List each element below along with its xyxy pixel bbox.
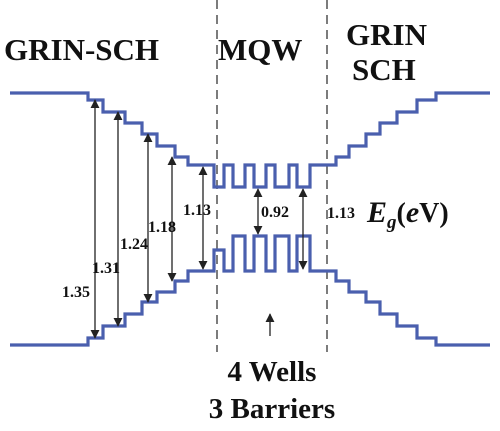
energy-label-1-31: 1.31 — [92, 260, 120, 277]
right-region-label-line1: GRIN — [346, 17, 427, 52]
right-region-label-line2: SCH — [352, 52, 416, 87]
left-region-label: GRIN-SCH — [4, 32, 159, 67]
energy-label-1-18: 1.18 — [148, 219, 176, 236]
bandgap-axis-label: Eg(eV) — [366, 196, 449, 233]
middle-region-label: MQW — [218, 32, 302, 67]
energy-label-1-35: 1.35 — [62, 284, 90, 301]
energy-label-1-24: 1.24 — [120, 236, 148, 253]
conduction-band — [10, 91, 490, 189]
energy-label-1-13-right: 1.13 — [327, 205, 355, 222]
barriers-caption: 3 Barriers — [209, 393, 335, 425]
wells-caption: 4 Wells — [228, 356, 317, 388]
energy-label-1-13-left: 1.13 — [183, 202, 211, 219]
energy-label-0-92: 0.92 — [261, 204, 289, 221]
